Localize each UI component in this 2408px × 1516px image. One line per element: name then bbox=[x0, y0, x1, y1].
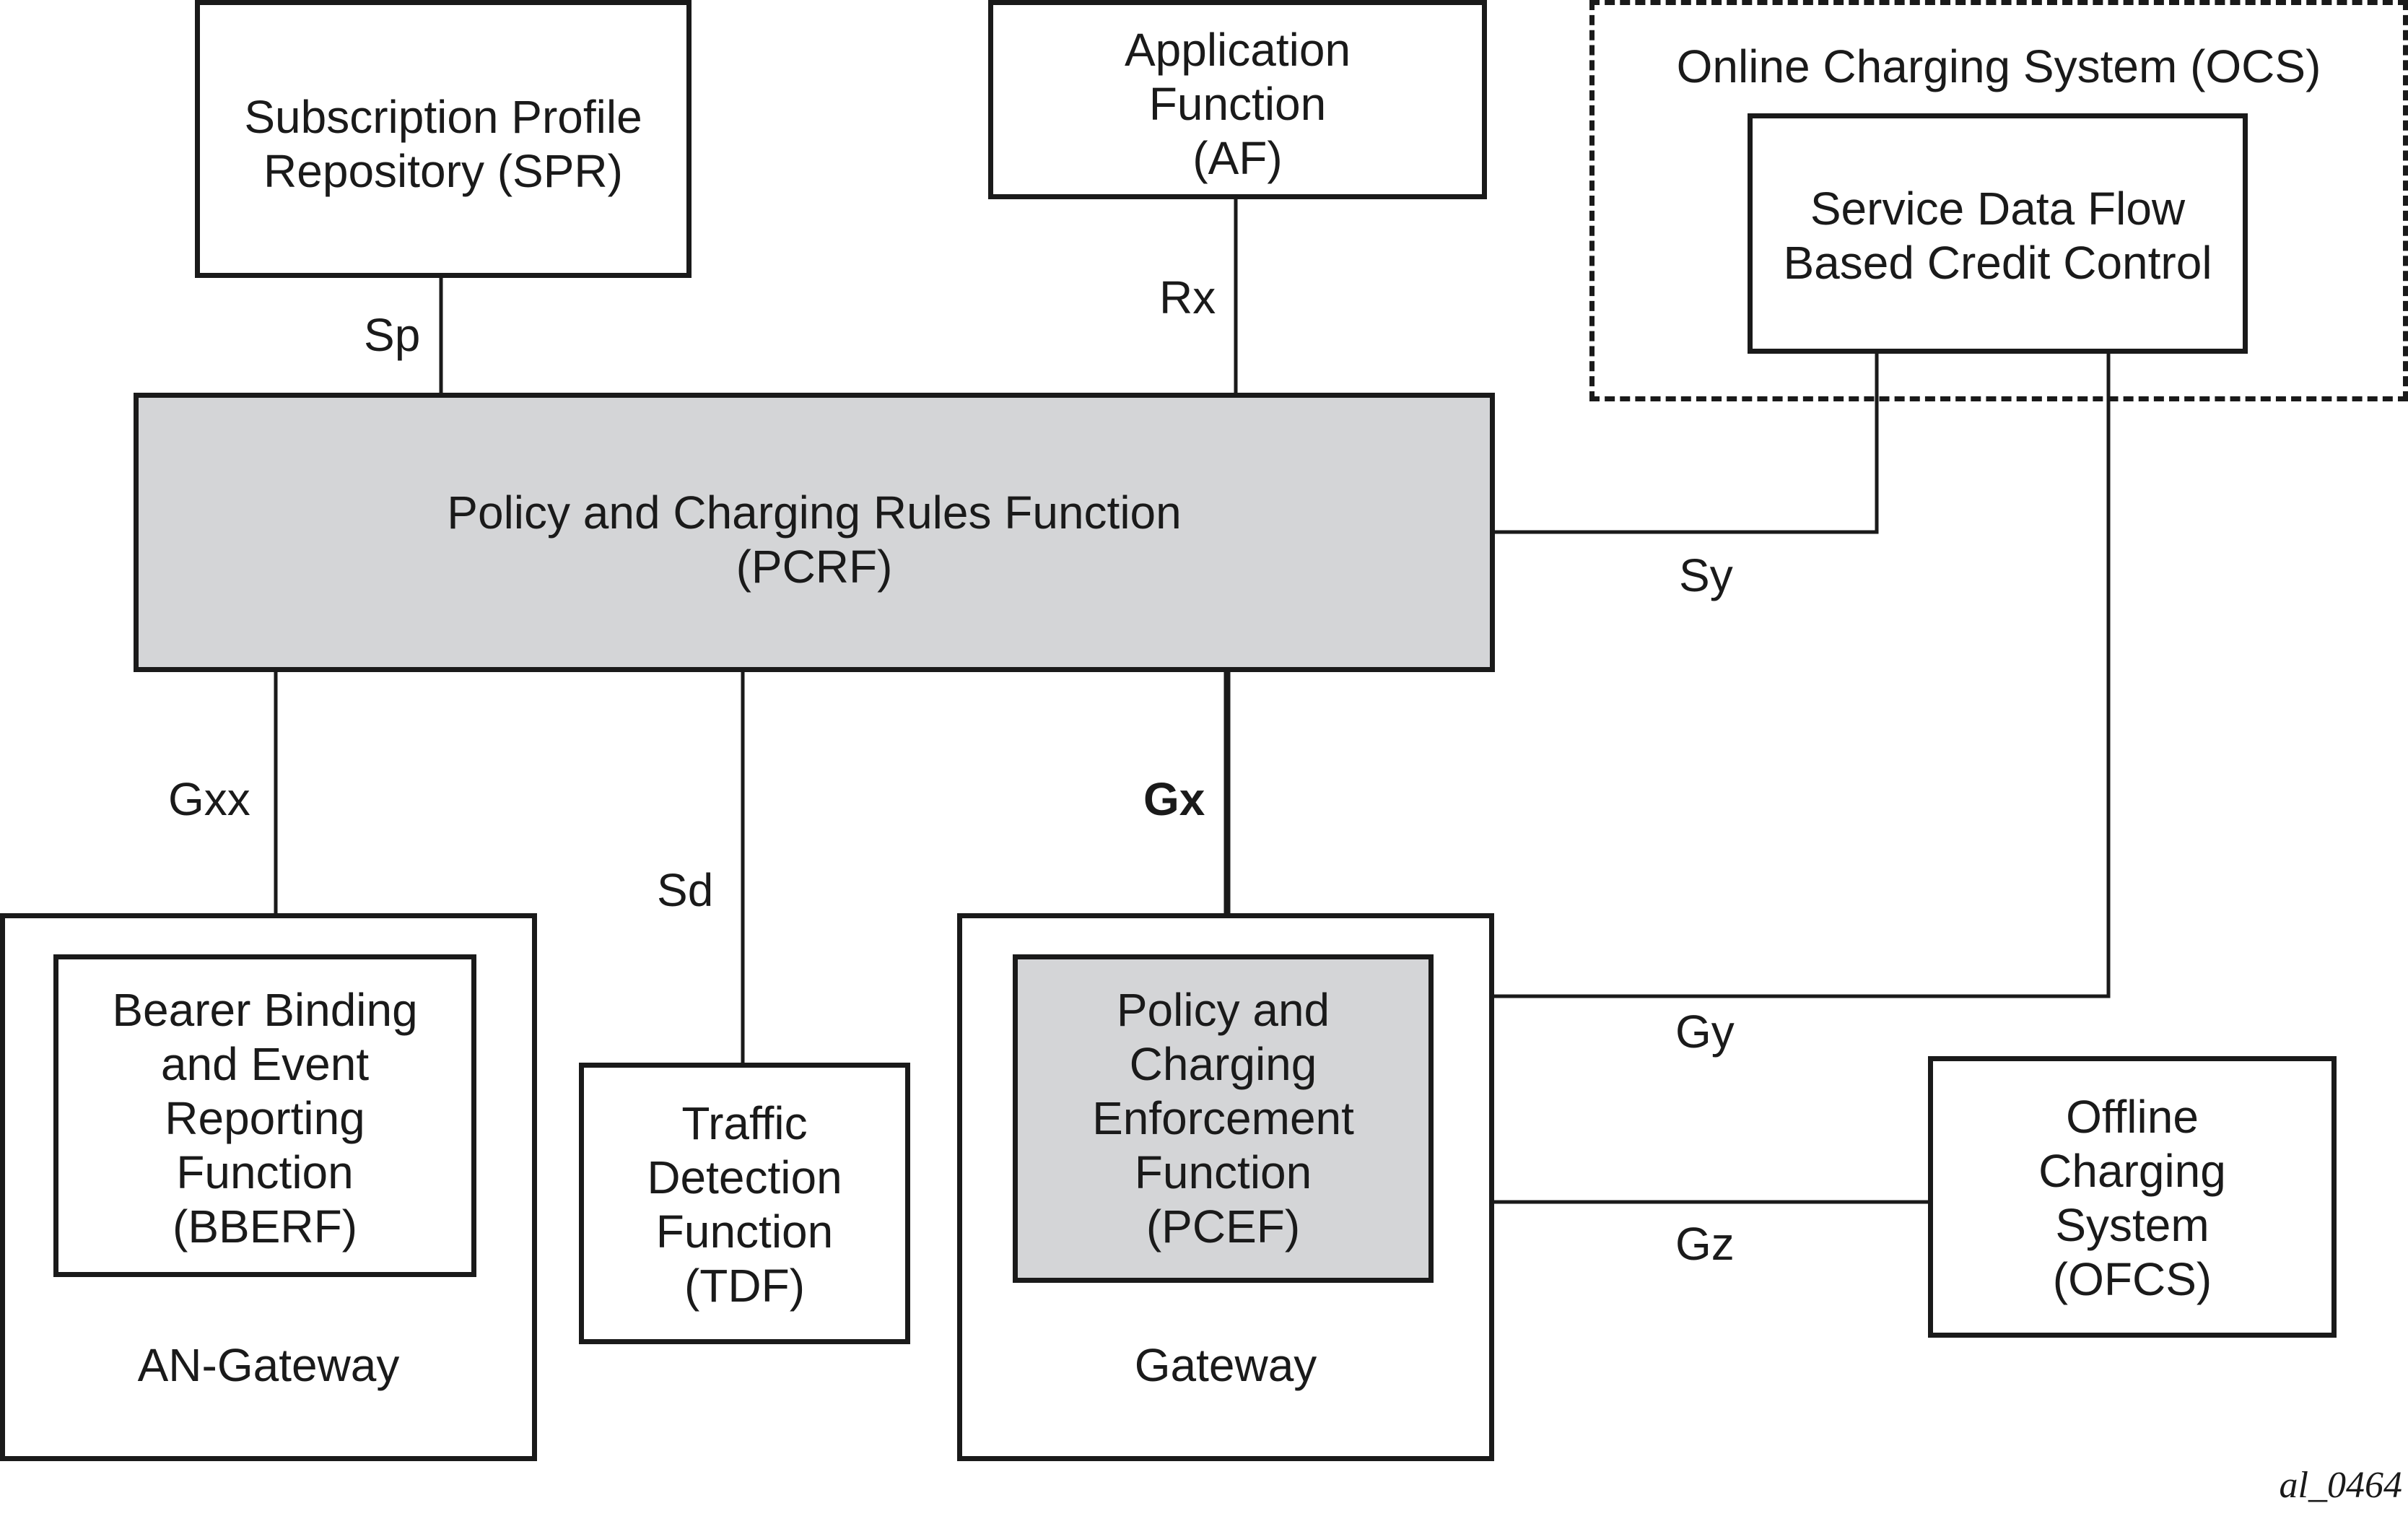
ocs-container: Online Charging System (OCS) bbox=[1589, 0, 2408, 401]
sp-label: Sp bbox=[364, 309, 421, 361]
gy-label: Gy bbox=[1675, 1006, 1735, 1058]
af-box: Application Function (AF) bbox=[988, 0, 1487, 199]
gz-label: Gz bbox=[1675, 1218, 1735, 1270]
ocs-label: Online Charging System (OCS) bbox=[1676, 40, 2321, 92]
tdf-box: Traffic Detection Function (TDF) bbox=[579, 1063, 910, 1344]
sy-label: Sy bbox=[1679, 549, 1733, 601]
ofcs-box: Offline Charging System (OFCS) bbox=[1928, 1056, 2337, 1338]
rx-label: Rx bbox=[1159, 271, 1216, 323]
gy-link bbox=[1492, 352, 2111, 998]
af-label: Application Function (AF) bbox=[1124, 24, 1351, 184]
sdf-credit-control-label: Service Data Flow Based Credit Control bbox=[1783, 183, 2212, 289]
an-gateway-label: AN-Gateway bbox=[137, 1339, 400, 1391]
pcrf-box: Policy and Charging Rules Function (PCRF… bbox=[134, 393, 1495, 672]
bberf-box: Bearer Binding and Event Reporting Funct… bbox=[53, 954, 476, 1277]
gx-label: Gx bbox=[1143, 773, 1205, 825]
tdf-label: Traffic Detection Function (TDF) bbox=[647, 1097, 842, 1312]
sy-link bbox=[1492, 352, 1879, 534]
pcef-box: Policy and Charging Enforcement Function… bbox=[1013, 954, 1434, 1283]
sdf-credit-control-box: Service Data Flow Based Credit Control bbox=[1748, 113, 2248, 354]
spr-box: Subscription Profile Repository (SPR) bbox=[195, 0, 692, 278]
bberf-label: Bearer Binding and Event Reporting Funct… bbox=[112, 984, 418, 1253]
gxx-label: Gxx bbox=[168, 773, 250, 825]
figure-id: al_0464 bbox=[2279, 1465, 2402, 1506]
spr-label: Subscription Profile Repository (SPR) bbox=[244, 91, 642, 197]
ofcs-label: Offline Charging System (OFCS) bbox=[2038, 1091, 2226, 1305]
pcrf-label: Policy and Charging Rules Function (PCRF… bbox=[447, 487, 1182, 593]
gateway-label: Gateway bbox=[1134, 1339, 1317, 1391]
pcef-label: Policy and Charging Enforcement Function… bbox=[1092, 984, 1354, 1253]
sd-label: Sd bbox=[657, 864, 714, 916]
